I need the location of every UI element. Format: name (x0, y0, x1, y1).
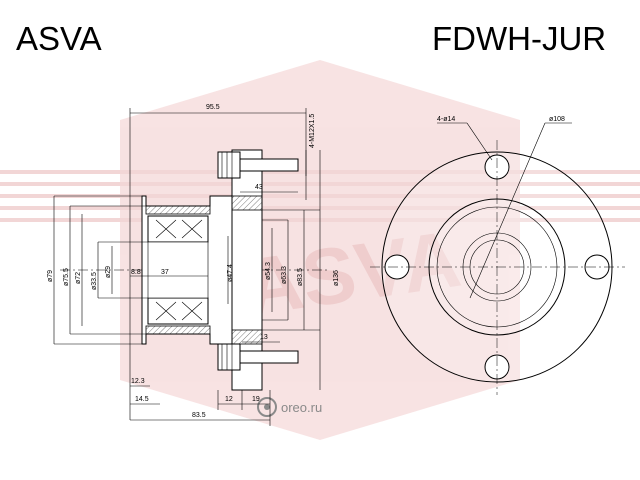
dim-len-12: 12 (225, 396, 233, 403)
part-number: FDWH-JUR (432, 20, 606, 57)
dim-len-19: 19 (252, 396, 260, 403)
dim-d63-3: ø63.3 (281, 266, 288, 284)
dim-d72: ø72 (75, 272, 82, 284)
dim-pcd: ø108 (549, 116, 565, 123)
dim-overall-length: 95.5 (206, 104, 220, 111)
dim-len-8-8: 8.8 (131, 269, 141, 276)
dim-d83-5: ø83.5 (297, 268, 304, 286)
dim-len-83-5: 83.5 (192, 412, 206, 419)
wheel-stud-top (217, 151, 299, 179)
dim-len-12-3: 12.3 (131, 378, 145, 385)
dim-len-14-5: 14.5 (135, 396, 149, 403)
dim-d47-4: ø47.4 (227, 264, 234, 282)
dim-d29: ø29 (105, 266, 112, 278)
dim-d33-5: ø33.5 (91, 272, 98, 290)
dim-stud-thread: 4-M12X1.5 (309, 114, 316, 148)
bearing (147, 215, 209, 325)
dim-stud-length: 43 (255, 184, 263, 191)
dim-holes: 4-ø14 (437, 116, 455, 123)
brand-title: ASVA (16, 20, 102, 57)
watermark-site-text: oreo.ru (281, 400, 322, 415)
front-view: 4-ø14 ø108 (370, 116, 625, 395)
dim-len-37: 37 (161, 269, 169, 276)
side-view: 95.5 4-M12X1.5 43 ø79 ø75.5 ø72 ø33.5 ø2… (47, 104, 340, 426)
watermark-site: oreo.ru (257, 397, 322, 417)
dim-d79: ø79 (47, 270, 54, 282)
dim-d136: ø136 (333, 270, 340, 286)
dim-d75-5: ø75.5 (63, 268, 70, 286)
wheel-stud-bottom (217, 343, 299, 371)
dim-len-13: 13 (260, 334, 268, 341)
ozon-logo-icon (257, 397, 277, 417)
dim-d54-3: ø54.3 (265, 262, 272, 280)
